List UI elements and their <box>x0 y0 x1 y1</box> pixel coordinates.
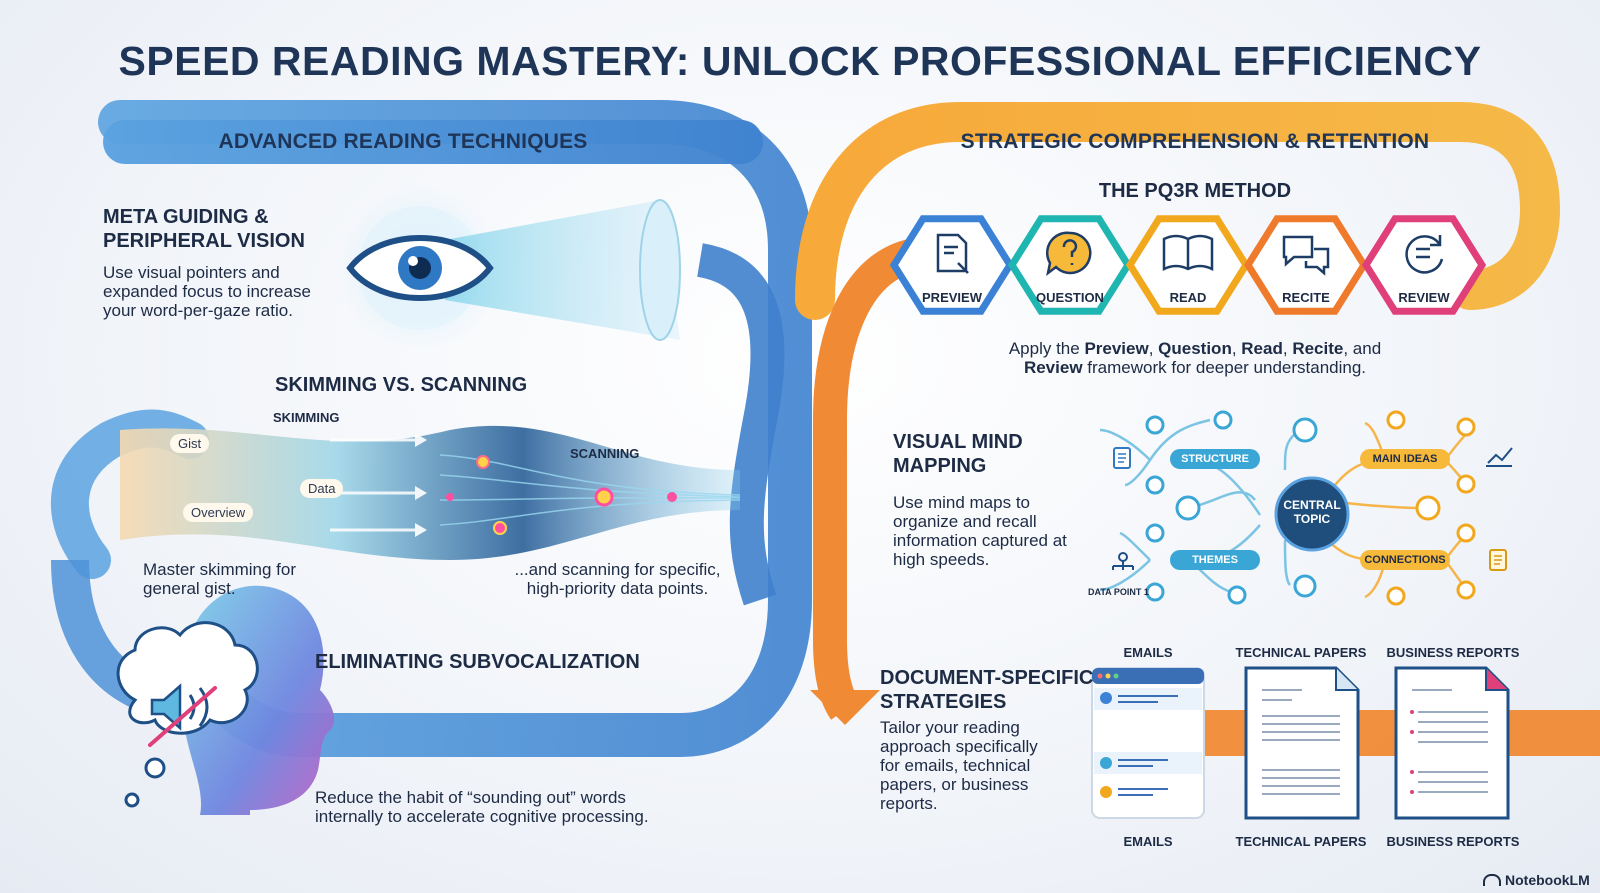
open-book-icon <box>1162 234 1214 272</box>
doc-label-top-technical: TECHNICAL PAPERS <box>1235 645 1367 660</box>
pq3r-desc-sep4: , and <box>1343 339 1382 358</box>
central-topic-node <box>1274 476 1350 552</box>
doc-label-bottom-business: BUSINESS REPORTS <box>1386 834 1520 849</box>
tag-data: Data <box>300 479 344 498</box>
mindmap-themes: THEMES <box>1170 550 1260 570</box>
pq3r-desc-review: Review <box>1023 358 1083 377</box>
technical-paper-card <box>1244 666 1360 820</box>
mindmap-heading-line1: VISUAL MIND <box>893 431 1023 453</box>
skimming-desc: Master skimming for general gist. <box>143 560 297 598</box>
subvocalization-heading: ELIMINATING SUBVOCALIZATION <box>315 651 640 673</box>
skimming-label: SKIMMING <box>273 410 340 425</box>
pq3r-hexagons <box>890 215 1487 315</box>
brand-logo: NotebookLM <box>1483 872 1590 888</box>
tag-gist: Gist <box>170 434 210 453</box>
meta-guiding-heading: META GUIDING & PERIPHERAL VISION <box>103 205 343 253</box>
meta-guiding-desc: Use visual pointers and expanded focus t… <box>103 263 311 320</box>
left-banner-label: ADVANCED READING TECHNIQUES <box>218 130 588 153</box>
pq3r-desc-suffix: framework for deeper understanding. <box>1082 358 1367 377</box>
pq3r-step-preview: PREVIEW <box>922 290 982 305</box>
mindmap-main-ideas: MAIN IDEAS <box>1360 449 1450 469</box>
pq3r-desc-question: Question <box>1158 339 1232 358</box>
pq3r-heading: THE PQ3R METHOD <box>1098 180 1292 202</box>
pq3r-hexagon <box>1361 215 1487 315</box>
meta-guiding-heading-line2: PERIPHERAL VISION <box>103 230 305 252</box>
docs-heading-line1: DOCUMENT-SPECIFIC <box>880 667 1094 689</box>
pq3r-desc-sep3: , <box>1282 339 1293 358</box>
email-card <box>1091 667 1205 819</box>
mindmap-heading-line2: MAPPING <box>893 455 987 477</box>
brand-name: NotebookLM <box>1505 872 1590 888</box>
pq3r-step-question: QUESTION <box>1036 290 1104 305</box>
pq3r-desc-preview: Preview <box>1084 339 1149 358</box>
pq3r-desc-sep1: , <box>1148 339 1159 358</box>
pq3r-desc-recite: Recite <box>1292 339 1344 358</box>
left-banner <box>103 120 763 164</box>
chat-bubbles-icon <box>1282 235 1330 276</box>
pq3r-desc-prefix: Apply the <box>1008 339 1085 358</box>
subvocalization-desc: Reduce the habit of “sounding out” words… <box>315 788 649 826</box>
docs-heading-line2: STRATEGIES <box>880 691 1007 713</box>
docs-heading: DOCUMENT-SPECIFIC STRATEGIES <box>880 666 1100 714</box>
doc-label-top-emails: EMAILS <box>1123 645 1173 660</box>
pq3r-desc-read: Read <box>1241 339 1283 358</box>
scanning-label: SCANNING <box>570 446 640 461</box>
mindmap-structure: STRUCTURE <box>1170 449 1260 469</box>
orange-ribbon <box>795 102 1561 320</box>
mindmap-desc: Use mind maps to organize and recall inf… <box>893 493 1067 569</box>
doc-label-top-business: BUSINESS REPORTS <box>1386 645 1520 660</box>
preview-doc-icon <box>936 233 969 274</box>
pq3r-step-recite: RECITE <box>1282 290 1330 305</box>
page-title: SPEED READING MASTERY: UNLOCK PROFESSION… <box>118 38 1482 84</box>
notebooklm-icon <box>1483 874 1501 886</box>
mindmap-heading: VISUAL MIND MAPPING <box>893 430 1093 478</box>
pq3r-step-read: READ <box>1169 290 1207 305</box>
mindmap-connections: CONNECTIONS <box>1360 550 1450 570</box>
pq3r-desc-sep2: , <box>1231 339 1242 358</box>
mindmap-central-topic: CENTRAL TOPIC <box>1283 498 1341 526</box>
doc-label-bottom-technical: TECHNICAL PAPERS <box>1235 834 1367 849</box>
meta-guiding-heading-line1: META GUIDING & <box>103 206 269 228</box>
pq3r-desc: Apply the Preview, Question, Read, Recit… <box>985 339 1405 377</box>
skimming-scanning-heading: SKIMMING VS. SCANNING <box>275 374 528 396</box>
pq3r-hexagon <box>890 215 1015 315</box>
doc-label-bottom-emails: EMAILS <box>1123 834 1173 849</box>
review-cycle-icon <box>1405 235 1444 274</box>
pq3r-step-review: REVIEW <box>1398 290 1450 305</box>
right-banner-label: STRATEGIC COMPREHENSION & RETENTION <box>960 130 1430 153</box>
business-report-card <box>1394 666 1510 820</box>
docs-desc: Tailor your reading approach specificall… <box>880 718 1038 813</box>
mindmap-data-point: DATA POINT 1 <box>1088 587 1149 597</box>
question-bubble-icon <box>1045 231 1092 276</box>
tag-overview: Overview <box>183 503 254 522</box>
scanning-desc: ...and scanning for specific, high-prior… <box>514 560 721 598</box>
